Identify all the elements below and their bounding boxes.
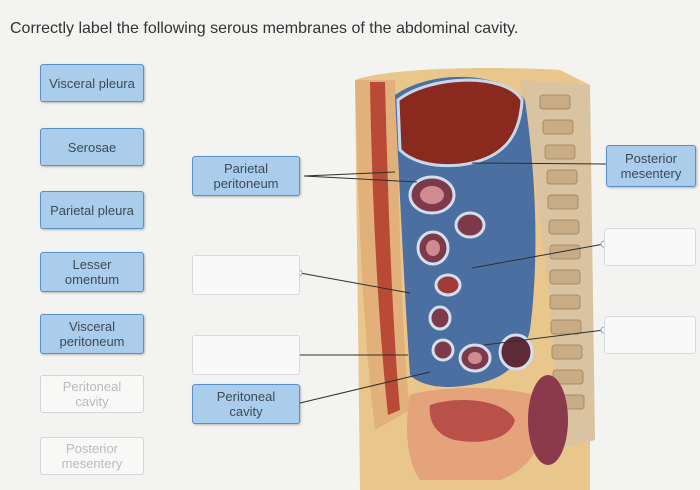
chip-label: Visceral peritoneum [51, 319, 133, 349]
chip-label: Peritoneal cavity [55, 379, 129, 409]
bank-chip-visceral-pleura[interactable]: Visceral pleura [40, 64, 144, 102]
bank-chip-peritoneal-cavity-used: Peritoneal cavity [40, 375, 144, 413]
drop-target-2[interactable] [192, 335, 300, 375]
chip-label: Serosae [68, 140, 116, 155]
drop-target-4[interactable] [604, 316, 696, 354]
chip-label: Visceral pleura [49, 76, 135, 91]
placed-label-text: Parietal peritoneum [207, 161, 285, 191]
bank-chip-posterior-mesentery-used: Posterior mesentery [40, 437, 144, 475]
rectum-shape [528, 375, 568, 465]
bank-chip-parietal-pleura[interactable]: Parietal pleura [40, 191, 144, 229]
bank-chip-lesser-omentum[interactable]: Lesser omentum [40, 252, 144, 292]
bank-chip-serosae[interactable]: Serosae [40, 128, 144, 166]
drop-target-3[interactable] [604, 228, 696, 266]
chip-label: Lesser omentum [55, 257, 129, 287]
placed-label-text: Peritoneal cavity [207, 389, 285, 419]
placed-label-parietal-peritoneum[interactable]: Parietal peritoneum [192, 156, 300, 196]
bank-chip-visceral-peritoneum[interactable]: Visceral peritoneum [40, 314, 144, 354]
placed-label-posterior-mesentery[interactable]: Posterior mesentery [606, 145, 696, 187]
drop-target-1[interactable] [192, 255, 300, 295]
placed-label-peritoneal-cavity[interactable]: Peritoneal cavity [192, 384, 300, 424]
placed-label-text: Posterior mesentery [615, 151, 687, 181]
chip-label: Posterior mesentery [55, 441, 129, 471]
chip-label: Parietal pleura [50, 203, 134, 218]
